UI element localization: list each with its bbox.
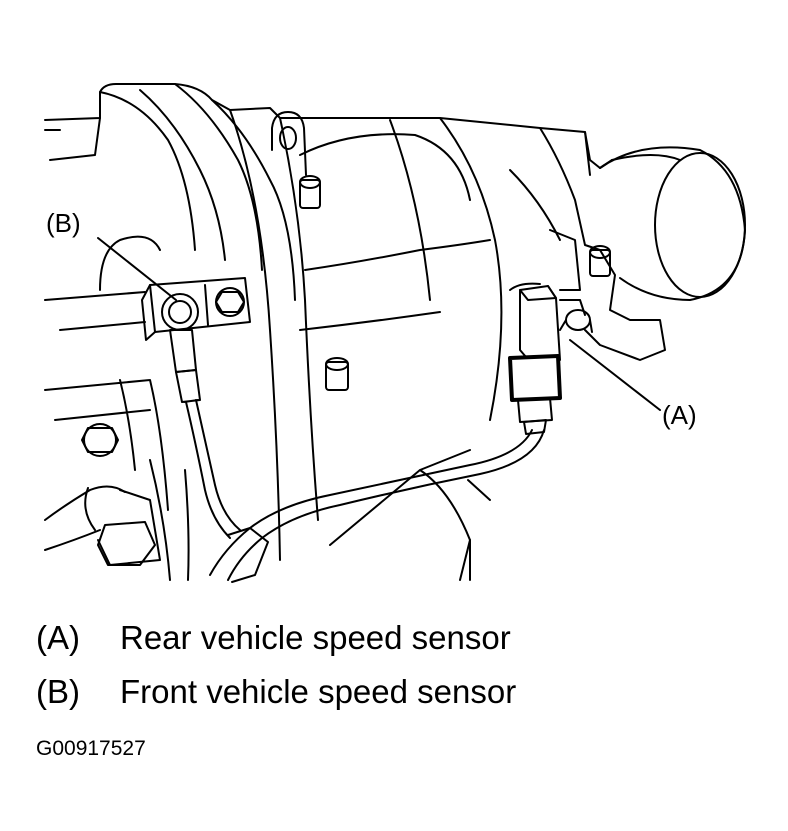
front-speed-sensor-head-inner <box>168 300 192 324</box>
output-flange-face <box>654 152 746 298</box>
case-inner-curve <box>299 133 471 201</box>
legend-key: (B) <box>36 673 80 710</box>
pipe-left <box>44 485 126 551</box>
bellhousing-fold-1 <box>99 91 196 251</box>
housing-top-outline <box>44 83 601 169</box>
output-flange-ring <box>599 146 746 301</box>
extension-housing <box>539 127 666 361</box>
output-flange-step <box>611 154 681 161</box>
harness-wire-inner <box>227 429 545 581</box>
pipe-left-fitting <box>84 487 161 566</box>
front-speed-sensor-head <box>161 293 199 331</box>
leader-line-a <box>569 339 661 411</box>
housing-left-edge <box>44 117 101 161</box>
front-sensor-plate-slot <box>204 284 209 326</box>
front-sensor-plate-side <box>141 284 156 341</box>
legend-text: Rear vehicle speed sensor <box>120 619 511 656</box>
case-rib <box>389 119 431 301</box>
left-case-lines <box>44 291 169 511</box>
harness-wire-outer <box>209 429 533 576</box>
lower-case-edge <box>329 449 471 581</box>
pipe-left-hex <box>97 521 156 566</box>
left-lower-lines <box>149 459 190 581</box>
front-sensor-wire <box>185 399 241 539</box>
left-boss <box>99 235 161 291</box>
case-seam <box>304 239 491 271</box>
front-speed-sensor-body <box>169 329 197 373</box>
bolt-sensor-shank <box>559 319 593 333</box>
rear-speed-sensor-connector <box>508 354 562 402</box>
case-outline-left <box>229 109 281 561</box>
callout-label-a: (A) <box>662 400 697 430</box>
case-outline-mid <box>279 117 319 521</box>
bolt-upper-body <box>299 179 321 209</box>
mounting-ear <box>271 111 307 176</box>
bolt-sensor-head <box>565 309 591 331</box>
bolt-middle-body <box>325 361 349 391</box>
bolt-right-body <box>589 249 611 277</box>
front-speed-sensor-boot <box>175 369 201 403</box>
bellhousing-fold-2 <box>139 89 226 261</box>
bolt-upper-head <box>299 175 321 189</box>
callout-label-b: (B) <box>46 208 81 238</box>
bolt-left-flats <box>81 427 119 453</box>
transmission-sensor-illustration <box>44 83 746 583</box>
legend-key: (A) <box>36 619 80 656</box>
harness-clip <box>227 527 269 583</box>
case-seam-lower <box>299 311 441 331</box>
bolt-middle-head <box>325 357 349 371</box>
legend-text: Front vehicle speed sensor <box>120 673 517 710</box>
rear-speed-sensor-cap <box>519 285 557 301</box>
mounting-ear-hole <box>279 126 297 150</box>
bolt-left-hex <box>83 423 117 457</box>
bellhousing-fold-4 <box>211 99 296 301</box>
figure-code: G00917527 <box>36 737 146 760</box>
front-sensor-bolt-flats <box>215 291 245 313</box>
front-sensor-plate <box>149 277 251 333</box>
boss-right <box>549 229 581 291</box>
bolt-right-head <box>589 245 611 259</box>
extension-inner-edge <box>509 131 613 241</box>
case-outline-right <box>439 117 503 421</box>
rear-speed-sensor-plug <box>517 397 553 423</box>
bellhousing-fold-3 <box>174 83 263 271</box>
leader-line-b <box>97 237 177 301</box>
lower-boss <box>467 479 491 581</box>
